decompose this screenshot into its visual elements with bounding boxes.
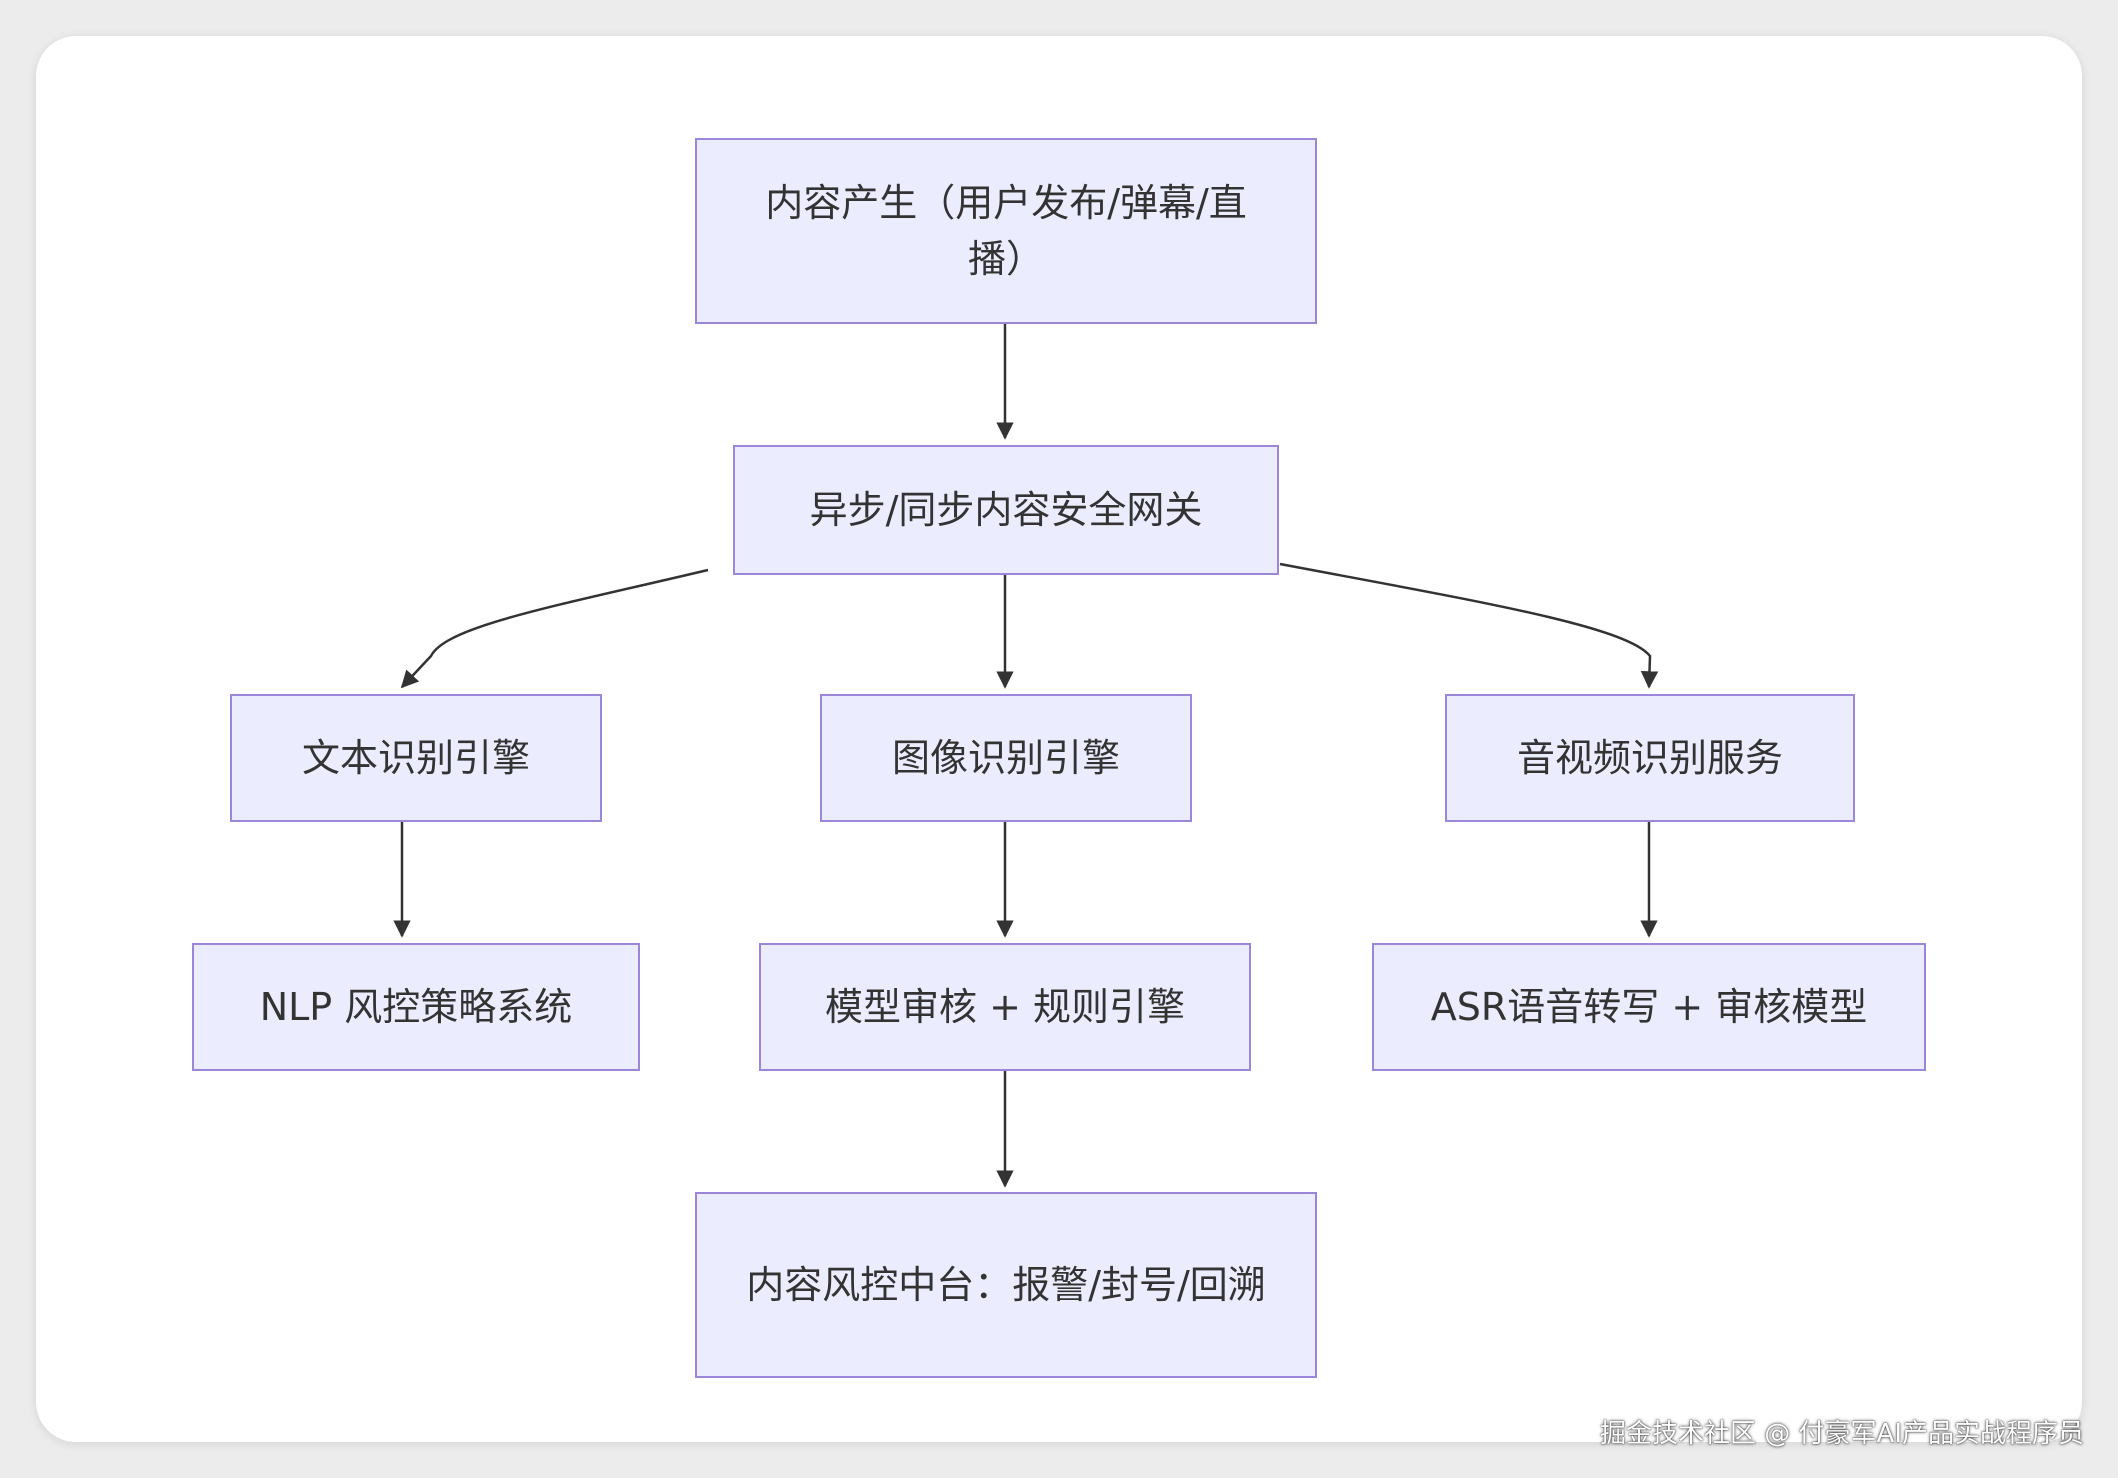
node-av-service-label: 音视频识别服务 <box>1516 736 1783 780</box>
edges-layer <box>393 322 1659 1188</box>
node-text-engine-label: 文本识别引擎 <box>301 736 530 780</box>
node-model-rules: 模型审核 + 规则引擎 <box>759 943 1251 1071</box>
node-model-rules-label: 模型审核 + 规则引擎 <box>825 985 1185 1029</box>
node-risk-platform: 内容风控中台：报警/封号/回溯 <box>695 1192 1317 1378</box>
node-asr-model: ASR语音转写 + 审核模型 <box>1372 943 1926 1071</box>
node-risk-platform-label: 内容风控中台：报警/封号/回溯 <box>746 1263 1266 1307</box>
node-image-engine: 图像识别引擎 <box>820 694 1192 822</box>
node-security-gateway-label: 异步/同步内容安全网关 <box>809 488 1203 532</box>
node-asr-model-label: ASR语音转写 + 审核模型 <box>1430 985 1868 1029</box>
node-nlp-system: NLP 风控策略系统 <box>192 943 640 1071</box>
node-text-engine: 文本识别引擎 <box>230 694 602 822</box>
node-nlp-system-label: NLP 风控策略系统 <box>259 985 573 1029</box>
node-av-service: 音视频识别服务 <box>1445 694 1855 822</box>
node-security-gateway: 异步/同步内容安全网关 <box>733 445 1279 575</box>
node-image-engine-label: 图像识别引擎 <box>891 736 1120 780</box>
diagram-canvas: 内容产生（用户发布/弹幕/直播） 异步/同步内容安全网关 文本识别引擎 图像识别… <box>36 36 2082 1442</box>
node-content-generation: 内容产生（用户发布/弹幕/直播） <box>695 138 1317 324</box>
node-content-generation-label: 内容产生（用户发布/弹幕/直播） <box>765 181 1247 281</box>
edge-gateway-to-av <box>1279 562 1659 689</box>
watermark: 掘金技术社区 @ 付豪军AI产品实战程序员 <box>1600 1419 2084 1449</box>
edge-gateway-to-text <box>400 568 709 689</box>
